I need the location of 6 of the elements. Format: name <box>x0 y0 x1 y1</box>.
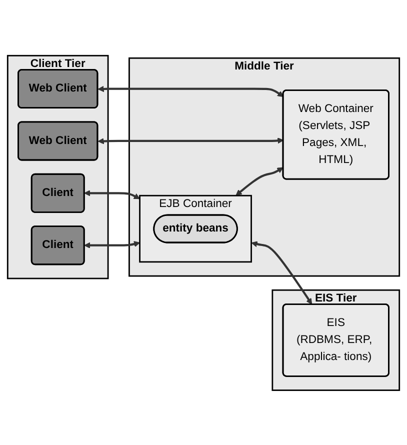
arrow <box>84 190 140 199</box>
arrow <box>98 85 284 97</box>
arrow <box>236 166 284 196</box>
arrow <box>84 240 140 248</box>
arrow <box>98 137 284 144</box>
arrow <box>251 240 312 304</box>
